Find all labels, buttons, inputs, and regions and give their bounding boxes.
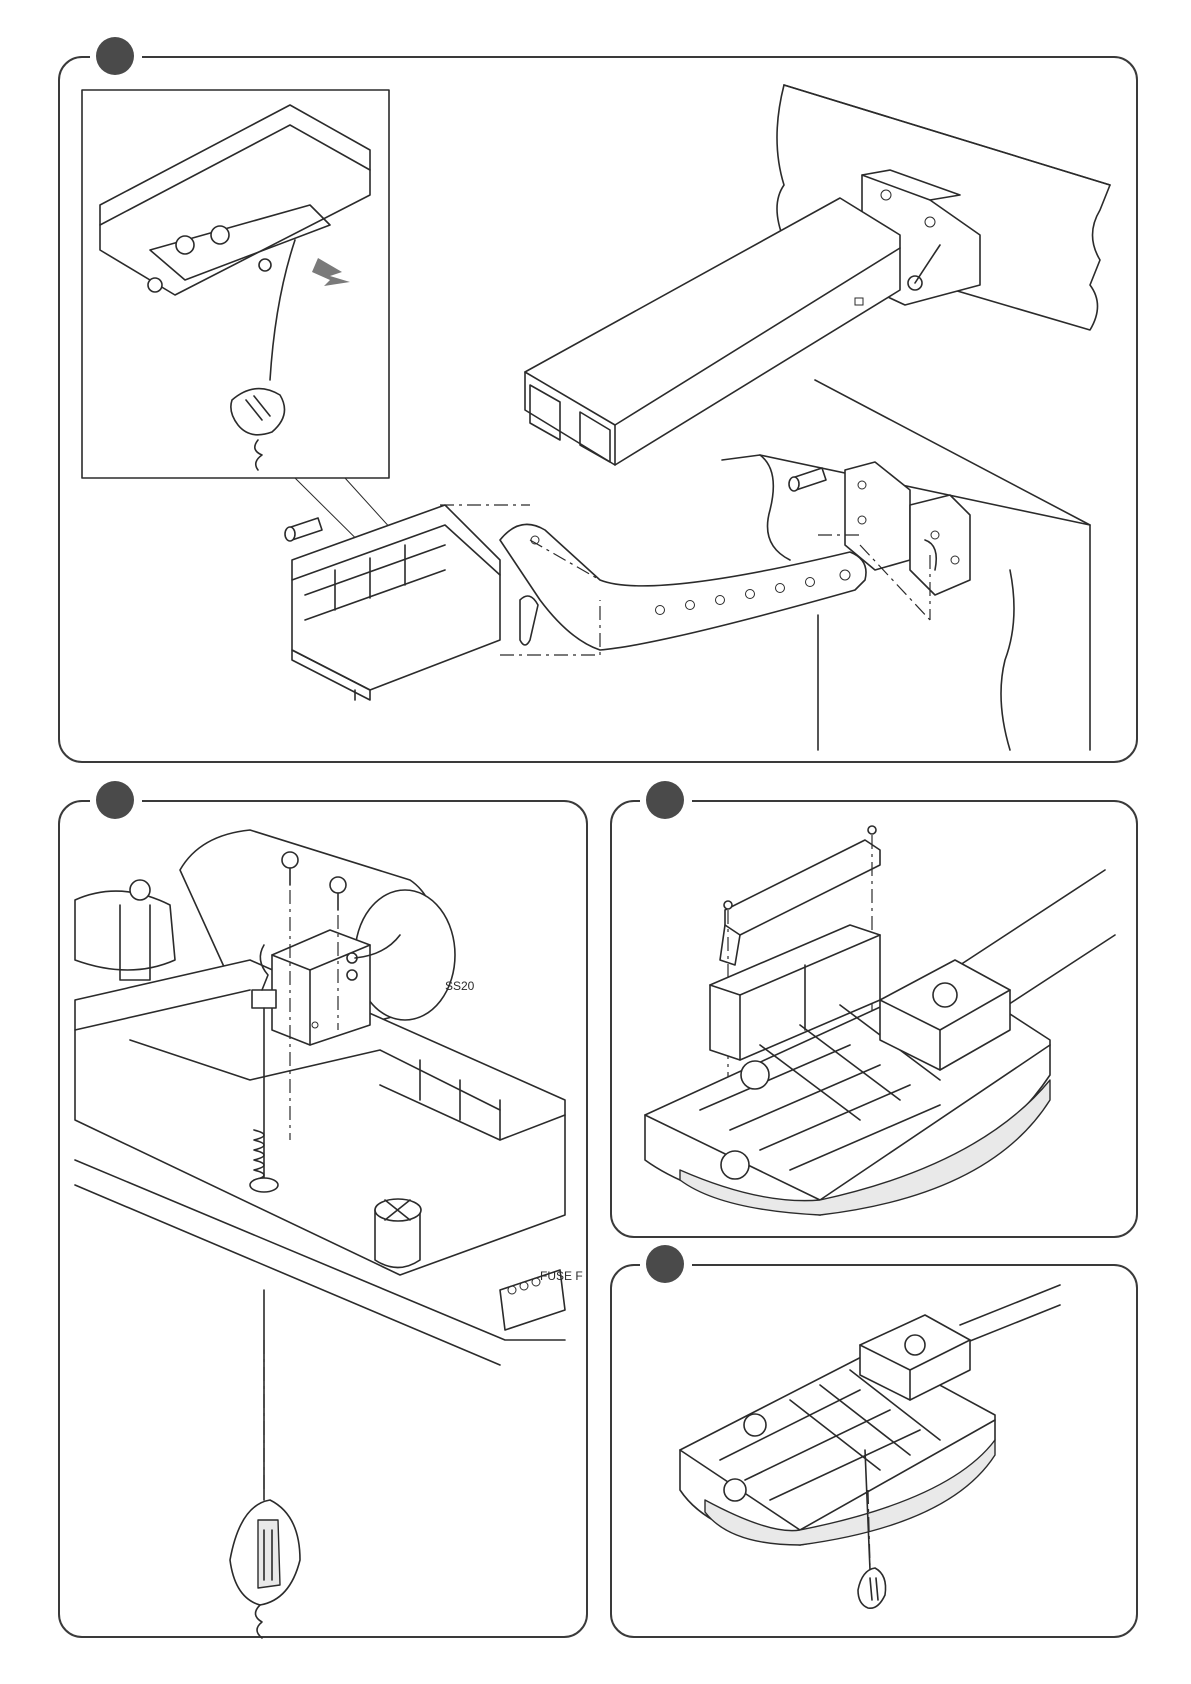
- motor-label: SS20: [445, 979, 475, 993]
- wall-header: [722, 380, 1090, 750]
- trolley: [292, 505, 500, 700]
- fuse-label: FUSE F: [540, 1269, 583, 1283]
- inset-trolley-detail: [100, 105, 370, 380]
- gear-assembly: [75, 880, 175, 980]
- arm: [500, 524, 866, 650]
- capacitor: [375, 1199, 421, 1268]
- pin-right: [789, 468, 826, 491]
- terminal-block: FUSE F: [500, 1269, 583, 1330]
- rail-4: [960, 1285, 1060, 1345]
- release-handle-4: [858, 1568, 886, 1608]
- rail-profile: [525, 198, 900, 465]
- pin-left: [285, 518, 322, 541]
- release-handle-2: [230, 1500, 300, 1638]
- split-pin: [520, 596, 538, 645]
- release-knob-inset: [231, 389, 285, 470]
